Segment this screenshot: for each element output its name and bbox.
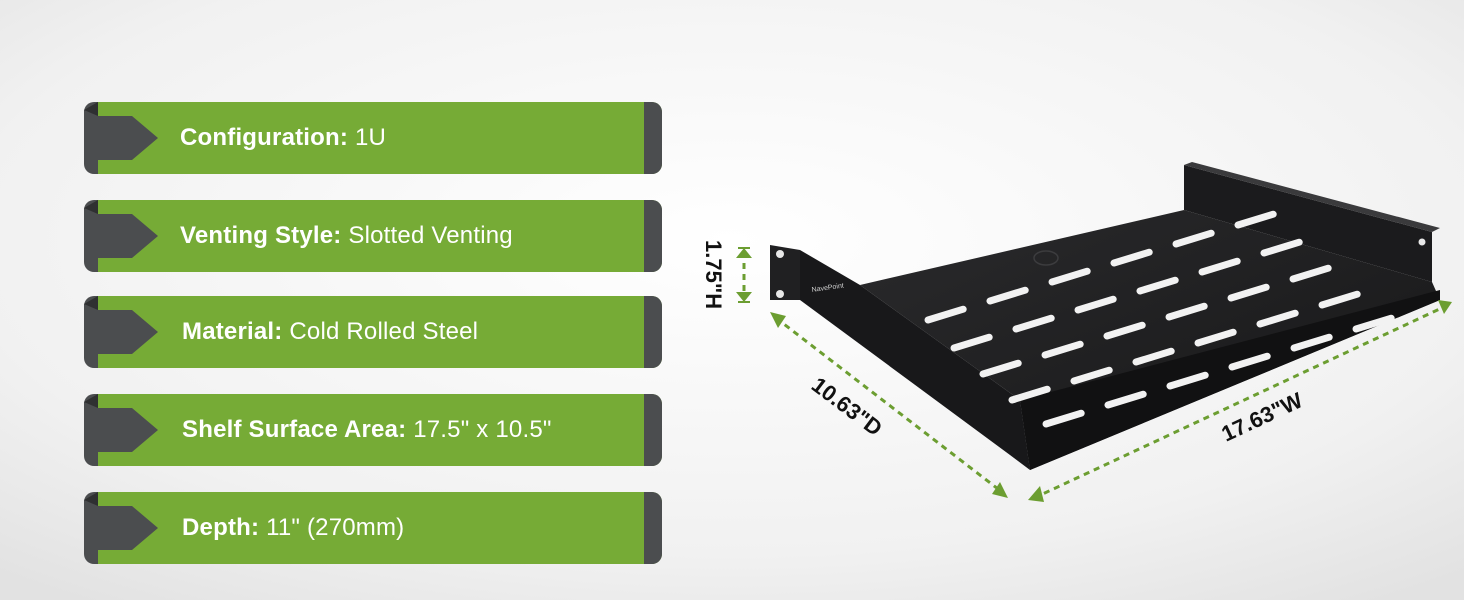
vent-slot <box>1194 328 1237 347</box>
vent-slot <box>1041 340 1084 359</box>
spec-item-venting-style: Venting Style: Slotted Venting <box>84 200 662 272</box>
spec-label: Depth: <box>182 514 260 541</box>
shelf-back-wall <box>1184 165 1432 282</box>
chevron-right-icon <box>84 200 158 258</box>
vent-slot <box>1256 309 1299 328</box>
mounting-ear <box>770 245 800 300</box>
vent-slot <box>1198 257 1241 276</box>
spec-value: Cold Rolled Steel <box>289 318 479 345</box>
width-dimension-line <box>1033 304 1447 500</box>
chevron-right-icon <box>84 492 158 550</box>
vent-slot <box>1132 347 1175 366</box>
vent-slot <box>1008 385 1051 404</box>
vent-slot <box>1110 248 1153 267</box>
arrow-down-icon <box>736 292 752 302</box>
vent-slot <box>1290 333 1333 352</box>
vent-slot <box>979 359 1022 378</box>
spec-value: 1U <box>354 124 387 151</box>
vent-slot <box>1228 352 1271 371</box>
vent-slot <box>1042 409 1085 428</box>
vent-slot <box>1289 264 1332 283</box>
height-dimension-label: 1.75"H <box>701 240 726 309</box>
vent-slot <box>1166 371 1209 390</box>
vent-slot <box>1136 276 1179 295</box>
spec-label: Venting Style: <box>180 222 342 249</box>
chevron-right-icon <box>84 394 158 452</box>
vent-slot <box>1234 210 1277 229</box>
vent-slot <box>1165 302 1208 321</box>
chevron-right-icon <box>84 102 158 160</box>
brand-mark: NavePoint <box>811 283 844 294</box>
vent-slot <box>1074 295 1117 314</box>
spec-value: 11" (270mm) <box>266 514 405 541</box>
logo-icon <box>1033 250 1059 266</box>
vent-slot <box>1104 390 1147 409</box>
arrow-up-icon <box>736 248 752 258</box>
depth-dimension-label: 10.63"D <box>807 372 887 441</box>
vent-slot <box>1070 366 1113 385</box>
vent-slot <box>1260 238 1303 257</box>
vent-slot <box>1012 314 1055 333</box>
vent-slot <box>1103 321 1146 340</box>
arrow-downright-icon <box>992 482 1008 498</box>
spec-item-depth: Depth: 11" (270mm) <box>84 492 662 564</box>
arrow-upright-icon <box>1438 300 1452 314</box>
arrow-upleft-icon <box>770 312 786 328</box>
vent-slot <box>1048 267 1091 286</box>
arrow-downleft-icon <box>1028 486 1044 502</box>
spec-label: Material: <box>182 318 283 345</box>
spec-value: Slotted Venting <box>348 222 513 249</box>
spec-label: Shelf Surface Area: <box>182 416 407 443</box>
chevron-right-icon <box>84 296 158 354</box>
vent-slot <box>1352 314 1395 333</box>
width-dimension-label: 17.63"W <box>1218 387 1307 446</box>
spec-item-configuration: Configuration: 1U <box>84 102 662 174</box>
vent-slot <box>1172 229 1215 248</box>
vent-slot <box>924 305 967 324</box>
spec-item-shelf-surface-area: Shelf Surface Area: 17.5" x 10.5" <box>84 394 662 466</box>
vent-slot <box>986 286 1029 305</box>
depth-dimension-line <box>775 316 1003 494</box>
spec-label: Configuration: <box>180 124 349 151</box>
spec-item-material: Material: Cold Rolled Steel <box>84 296 662 368</box>
vent-slot <box>1227 283 1270 302</box>
spec-value: 17.5" x 10.5" <box>413 416 552 443</box>
rack-shelf-image: NavePoint 1.75"H 10.63"D 17.63"W <box>701 162 1452 502</box>
vent-slot <box>1318 290 1361 309</box>
shelf-side-wall <box>800 250 1030 470</box>
vent-slot <box>950 333 993 352</box>
